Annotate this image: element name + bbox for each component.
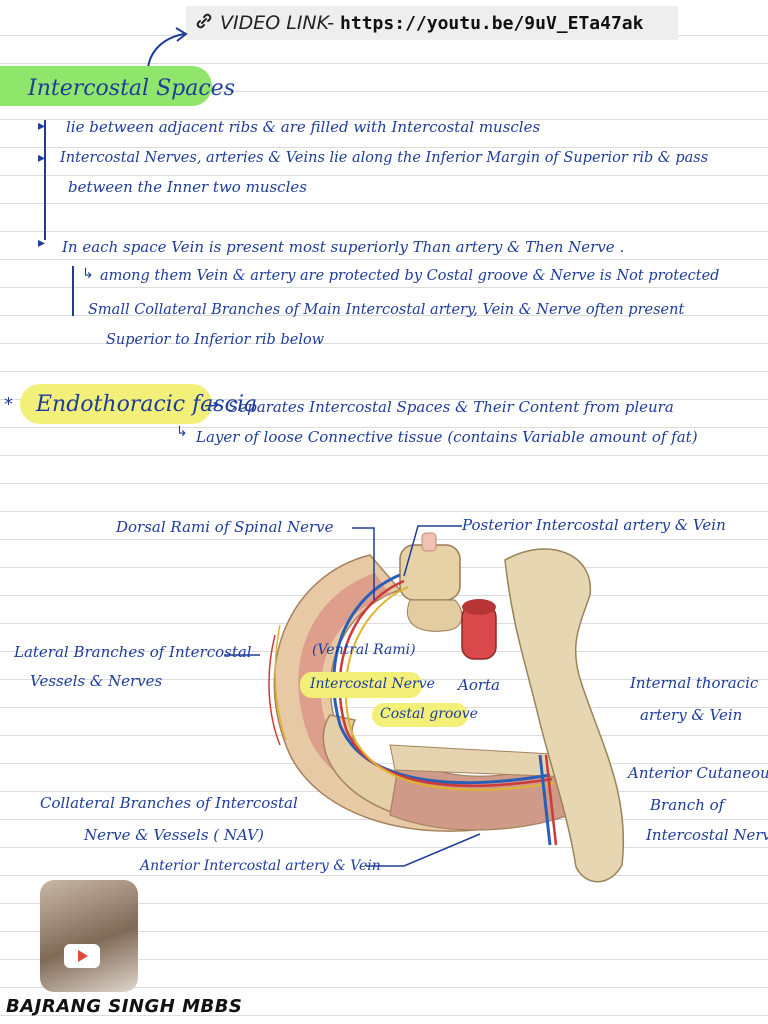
link-icon [194,11,214,35]
bullet-arrow: ▸ [38,118,46,134]
label-highlight [372,703,468,727]
asterisk-icon: * [4,394,13,415]
intercostal-anatomy-illustration [268,532,625,883]
section1-point: between the Inner two muscles [68,178,307,196]
section1-point: In each space Vein is present most super… [62,238,625,256]
sub-arrow: ↳ [82,266,94,282]
label-anterior-cutaneous: Intercostal Nerve [646,826,768,844]
video-link-url[interactable]: https://youtu.be/9uV_ETa47ak [340,12,644,34]
leader-line [403,525,462,577]
label-lateral-branches: Vessels & Nerves [30,672,163,690]
label-lateral-branches: Lateral Branches of Intercostal [14,643,252,661]
bullet-arrow: ▸ [38,235,46,251]
author-name: BAJRANG SINGH MBBS [6,996,243,1017]
bracket-line [44,120,46,240]
section1-point: Intercostal Nerves, arteries & Veins lie… [60,150,709,166]
video-link-banner[interactable]: VIDEO LINK- https://youtu.be/9uV_ETa47ak [186,6,678,40]
label-dorsal-rami: Dorsal Rami of Spinal Nerve [116,518,334,536]
label-posterior-intercostal: Posterior Intercostal artery & Vein [462,516,726,534]
bracket-line [72,266,74,316]
label-intercostal-nerve: Intercostal Nerve [310,676,435,692]
label-costal-groove: Costal groove [380,706,478,722]
label-anterior-intercostal: Anterior Intercostal artery & Vein [140,858,381,874]
video-link-label: VIDEO LINK- [220,12,335,34]
section1-point: lie between adjacent ribs & are filled w… [66,118,541,136]
author-photo [40,880,138,992]
leader-line [352,527,375,600]
section2-line: Layer of loose Connective tissue (contai… [196,428,698,446]
arrow-right-icon: → [204,396,219,416]
play-icon[interactable] [64,944,100,968]
section1-point: Small Collateral Branches of Main Interc… [88,302,685,318]
label-aorta: Aorta [458,676,501,694]
bullet-arrow: ▸ [38,150,46,166]
label-internal-thoracic: artery & Vein [640,706,743,724]
section2-title: Endothoracic fascia [36,392,258,417]
label-anterior-cutaneous: Branch of [650,796,725,814]
leader-line [366,833,481,867]
label-highlight [300,672,422,698]
label-collateral-branches: Nerve & Vessels ( NAV) [84,826,264,844]
title-highlight [0,66,212,106]
label-ventral-rami: (Ventral Rami) [312,642,416,658]
leader-line [224,654,260,656]
section1-title: Intercostal Spaces [28,76,235,101]
pointer-arrow [147,27,188,69]
label-internal-thoracic: Internal thoracic [630,674,759,692]
title-highlight [20,384,212,424]
label-collateral-branches: Collateral Branches of Intercostal [40,794,298,812]
section1-point: Superior to Inferior rib below [106,332,325,348]
sub-arrow: ↳ [176,424,188,440]
section2-line: Separates Intercostal Spaces & Their Con… [228,398,674,416]
section1-point: among them Vein & artery are protected b… [100,268,720,284]
label-anterior-cutaneous: Anterior Cutaneous [628,764,768,782]
